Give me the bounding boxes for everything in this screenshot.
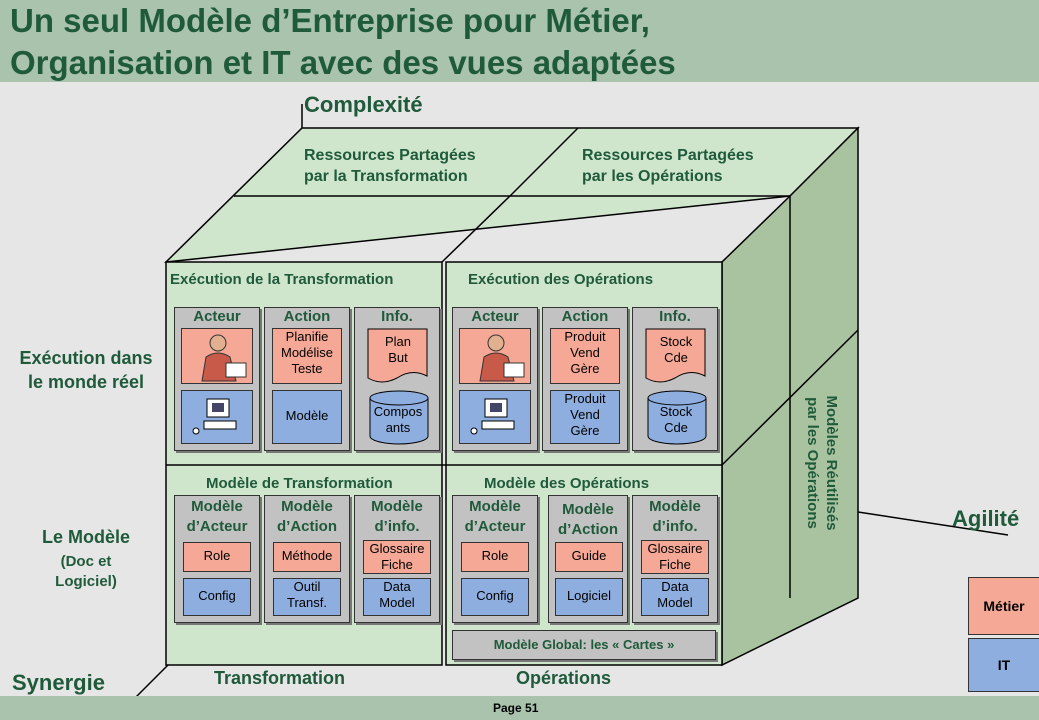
model-transformation-action-header: Modèle d’Action: [277, 498, 337, 535]
exec-transformation-info-doc: Plan But: [384, 334, 412, 365]
global-model-maps: Modèle Global: les « Cartes »: [452, 630, 716, 660]
row-label-model-sub: (Doc et Logiciel): [55, 553, 117, 590]
synergy-label: Synergie: [12, 670, 105, 695]
model-transformation-acteur-box: Modèle d’Acteur Role Config: [174, 495, 260, 623]
exec-operations-action-header: Action: [561, 308, 609, 325]
page-number: Page 51: [493, 701, 539, 715]
side-face-mid-edge: [721, 329, 859, 466]
model-transformation-data-model: Data Model: [363, 578, 431, 616]
column-label-transformation: Transformation: [214, 668, 346, 688]
model-operations-title: Modèle des Opérations: [484, 475, 650, 492]
exec-transformation-acteur-box: Acteur: [174, 307, 260, 451]
exec-transformation-action-tool: Modèle: [272, 390, 342, 444]
top-face-inner-edge: [441, 195, 511, 263]
complexity-label: Complexité: [304, 92, 423, 117]
document-icon: [645, 328, 706, 383]
database-icon: [369, 390, 429, 445]
top-face-divider: [509, 127, 579, 197]
exec-operations-action-activities: Produit Vend Gère: [550, 328, 620, 384]
exec-transformation-acteur-header: Acteur: [193, 308, 241, 325]
document-icon: [367, 328, 428, 383]
model-transformation-acteur-header: Modèle d’Acteur: [186, 498, 248, 535]
model-transformation-role: Role: [183, 542, 251, 572]
legend-metier: Métier: [968, 577, 1039, 635]
side-face-label: Modèles Réutilisés par les Opérations: [804, 395, 840, 531]
agility-axis: [857, 511, 1009, 536]
column-label-operations: Opérations: [516, 668, 612, 688]
exec-transformation-title: Exécution de la Transformation: [170, 271, 394, 288]
exec-operations-info-doc: Stock Cde: [659, 334, 693, 365]
model-operations-info-header: Modèle d’info.: [649, 498, 701, 535]
computer-icon: [181, 390, 253, 444]
model-operations-role: Role: [461, 542, 529, 572]
model-transformation-title: Modèle de Transformation: [206, 475, 393, 492]
model-transformation-action-box: Modèle d’Action Méthode Outil Transf.: [264, 495, 350, 623]
model-operations-config: Config: [461, 578, 529, 616]
exec-operations-info-header: Info.: [659, 308, 691, 325]
model-operations-info-box: Modèle d’info. Glossaire Fiche Data Mode…: [632, 495, 718, 623]
model-transformation-info-box: Modèle d’info. Glossaire Fiche Data Mode…: [354, 495, 440, 623]
page-title-line-2: Organisation et IT avec des vues adaptée…: [10, 44, 676, 81]
exec-transformation-action-activities: Planifie Modélise Teste: [272, 328, 342, 384]
exec-operations-acteur-box: Acteur: [452, 307, 538, 451]
model-operations-software: Logiciel: [555, 578, 623, 616]
top-face-left-label: Ressources Partagées par la Transformati…: [304, 147, 476, 185]
model-operations-data-model: Data Model: [641, 578, 709, 616]
database-icon: [647, 390, 707, 445]
model-transformation-info-header: Modèle d’info.: [371, 498, 423, 535]
model-operations-acteur-box: Modèle d’Acteur Role Config: [452, 495, 538, 623]
model-transformation-config: Config: [183, 578, 251, 616]
exec-transformation-action-header: Action: [283, 308, 331, 325]
person-illustration: [479, 334, 525, 382]
model-operations-guide: Guide: [555, 542, 623, 572]
model-transformation-tool: Outil Transf.: [273, 578, 341, 616]
title-band: Un seul Modèle d’Entreprise pour Métier,…: [0, 0, 1039, 82]
person-illustration: [201, 334, 247, 382]
legend-it: IT: [968, 638, 1039, 692]
model-operations-action-box: Modèle d’Action Guide Logiciel: [548, 495, 628, 623]
model-operations-glossary: Glossaire Fiche: [641, 540, 709, 574]
exec-transformation-info-db: Compos ants: [373, 404, 423, 435]
exec-operations-info-db: Stock Cde: [659, 404, 693, 435]
top-face-right-label: Ressources Partagées par les Opérations: [582, 147, 754, 185]
model-operations-acteur-header: Modèle d’Acteur: [464, 498, 526, 535]
model-transformation-glossary: Glossaire Fiche: [363, 540, 431, 574]
computer-illustration: [192, 398, 237, 435]
exec-transformation-info-box: Info. Plan But Compos ants: [354, 307, 440, 451]
exec-operations-acteur-header: Acteur: [471, 308, 519, 325]
page-title-line-1: Un seul Modèle d’Entreprise pour Métier,: [10, 2, 650, 39]
row-label-execution: Exécution dans le monde réel: [19, 348, 153, 392]
person-icon: [459, 328, 531, 384]
model-operations-action-header: Modèle d’Action: [558, 501, 618, 538]
exec-operations-title: Exécution des Opérations: [468, 271, 654, 288]
agility-label: Agilité: [952, 506, 1020, 531]
exec-transformation-info-header: Info.: [381, 308, 413, 325]
footer-band: Page 51: [0, 696, 1039, 720]
exec-transformation-action-box: Action Planifie Modélise Teste Modèle: [264, 307, 350, 451]
person-icon: [181, 328, 253, 384]
computer-icon: [459, 390, 531, 444]
exec-operations-action-box: Action Produit Vend Gère Produit Vend Gè…: [542, 307, 628, 451]
computer-illustration: [470, 398, 515, 435]
model-transformation-method: Méthode: [273, 542, 341, 572]
row-label-model: Le Modèle: [41, 527, 130, 547]
exec-operations-info-box: Info. Stock Cde Stock Cde: [632, 307, 718, 451]
exec-operations-action-tool: Produit Vend Gère: [550, 390, 620, 444]
